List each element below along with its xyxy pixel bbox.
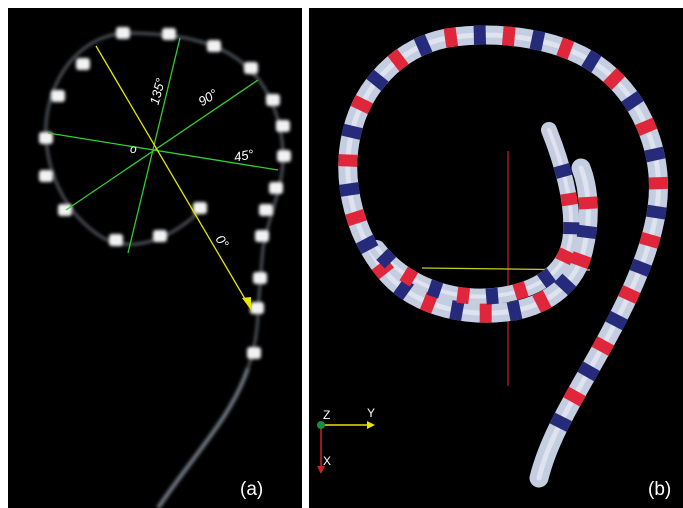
orientation-axes	[317, 421, 375, 474]
tube-marker-band	[618, 285, 641, 304]
marker-blob	[162, 28, 176, 40]
tube-marker-band	[646, 204, 667, 220]
tube-marker-band	[639, 231, 661, 249]
zero-degree-arrow	[95, 45, 251, 310]
tube-marker-band	[555, 247, 576, 266]
tube-marker-band	[605, 310, 628, 331]
tube-marker-band	[338, 154, 358, 167]
tube-marker-band	[577, 361, 600, 382]
marker-blob	[39, 132, 53, 144]
tube-marker-band	[635, 117, 658, 137]
tube-marker-band	[529, 29, 546, 52]
marker-blob	[109, 234, 123, 246]
y-axis-label: Y	[367, 406, 376, 420]
marker-blob	[58, 204, 72, 216]
tube-marker-band	[339, 182, 360, 197]
marker-blob	[116, 27, 130, 39]
panel-b-3d-render: Z Y X (b)	[309, 8, 683, 508]
marker-blob	[207, 40, 221, 52]
tube-marker-band	[473, 25, 487, 45]
x-axis-arrow	[317, 466, 325, 474]
marker-blob	[76, 58, 90, 70]
line-45deg	[47, 132, 279, 171]
tube-marker-band	[366, 69, 389, 91]
x-axis-label: X	[323, 454, 332, 468]
wire-tail	[156, 367, 250, 508]
tube-marker-band	[512, 281, 529, 301]
tube-markers	[338, 25, 669, 432]
tube-marker-band	[376, 248, 397, 269]
tube-marker-band	[536, 268, 557, 289]
z-axis-dot	[317, 421, 325, 429]
tube-marker-band	[629, 258, 652, 277]
panel-a-xray-image: o 135° 90° 45° 0° (a)	[8, 8, 302, 508]
marker-blob	[244, 62, 258, 74]
tube-marker-band	[501, 26, 516, 47]
marker-blob	[276, 120, 290, 132]
tube-marker-band	[479, 303, 492, 323]
tube-marker-band	[554, 273, 577, 296]
tube-marker-band	[563, 221, 580, 235]
tube-marker-band	[648, 176, 669, 190]
z-axis-label: Z	[323, 408, 331, 422]
y-axis-arrow	[367, 421, 375, 429]
panel-b-svg	[317, 25, 669, 488]
tube-marker-band	[591, 336, 615, 356]
tube-marker-band	[556, 37, 575, 60]
marker-blob	[247, 347, 261, 359]
panel-a-label: (a)	[240, 479, 264, 500]
marker-blobs-a	[39, 27, 291, 359]
tube-marker-band	[549, 412, 572, 432]
panel-b-label: (b)	[648, 479, 672, 500]
tube-marker-band	[456, 286, 471, 305]
tube-marker-band	[532, 290, 552, 313]
tube-marker-band	[399, 266, 419, 287]
tube-marker-band	[553, 163, 573, 179]
tube-marker-band	[485, 287, 499, 305]
tube-marker-band	[345, 208, 367, 227]
marker-blob	[269, 182, 283, 194]
tube-marker-band	[341, 123, 363, 140]
tube-marker-band	[563, 386, 586, 407]
marker-blob	[193, 202, 207, 214]
line-90deg	[65, 79, 259, 211]
tube-marker-band	[355, 234, 379, 255]
origin-label: o	[130, 142, 137, 156]
marker-blob	[153, 230, 167, 242]
tube-marker-band	[449, 300, 465, 321]
marker-blob	[277, 150, 291, 162]
panel-a-svg	[39, 27, 291, 508]
tube-marker-band	[419, 291, 439, 314]
marker-blob	[266, 94, 280, 106]
tube-marker-band	[560, 192, 579, 207]
tube-marker-band	[443, 27, 459, 48]
tube-marker-band	[621, 91, 644, 112]
tube-marker-band	[603, 67, 626, 90]
marker-blob	[39, 170, 53, 182]
tube-marker-band	[581, 49, 602, 73]
marker-blob	[259, 204, 273, 216]
tube-marker-band	[350, 95, 373, 115]
tube-marker-band	[578, 196, 598, 210]
tube-marker-band	[387, 48, 409, 72]
marker-blob	[253, 272, 267, 284]
tube-marker-band	[569, 251, 592, 270]
marker-blob	[250, 302, 264, 314]
marker-blob	[255, 230, 269, 242]
tube-marker-band	[644, 146, 666, 163]
marker-blob	[51, 90, 65, 102]
tube-marker-band	[426, 279, 444, 299]
tube-marker-band	[413, 34, 433, 57]
tube-marker-band	[576, 224, 598, 240]
tube-marker-band	[506, 300, 523, 322]
